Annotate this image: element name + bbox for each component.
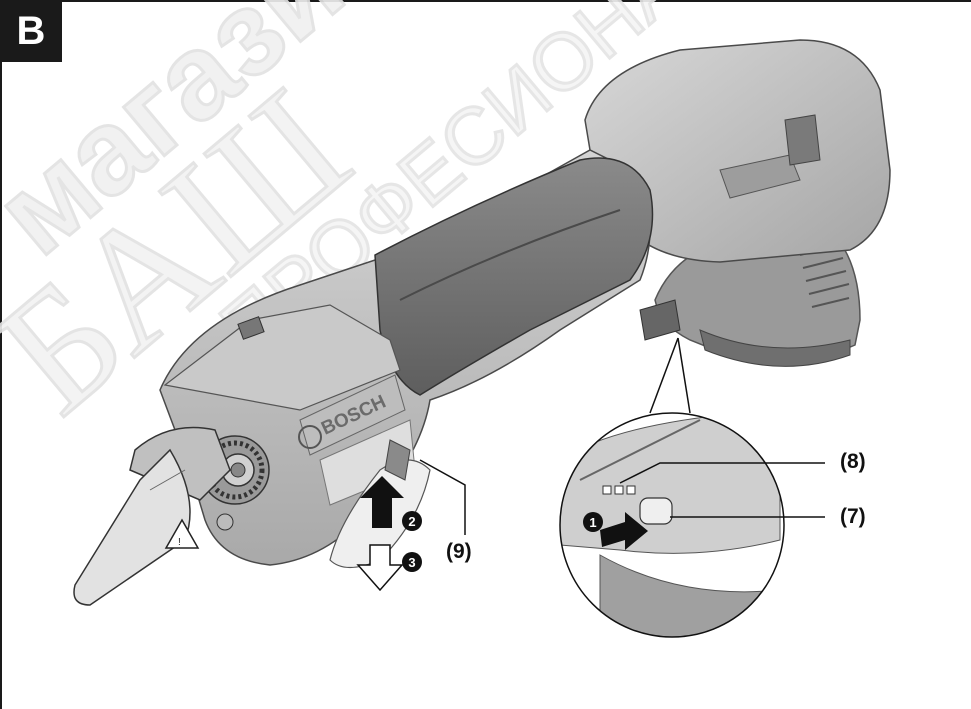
blades: !	[73, 426, 231, 606]
tool-grip	[374, 157, 654, 396]
frame-left-line	[0, 0, 2, 709]
tool-rear-head	[584, 39, 891, 263]
svg-text:!: !	[178, 537, 181, 548]
warning-triangle-icon: !	[164, 518, 200, 549]
frame-top-line	[0, 0, 971, 2]
leader-lines	[419, 459, 825, 535]
svg-text:3: 3	[408, 555, 415, 570]
figure-badge: B	[0, 0, 62, 62]
step-marker-2: 2	[402, 511, 422, 531]
callout-label-8: (8)	[840, 450, 866, 473]
callout-label-9: (9)	[446, 540, 472, 563]
zoom-detail	[559, 337, 785, 638]
press-arrow	[600, 512, 648, 550]
step-marker-3: 3	[402, 552, 422, 572]
svg-text:2: 2	[408, 514, 415, 529]
callout-label-7: (7)	[840, 505, 866, 528]
arrow-down-outline	[356, 544, 404, 592]
battery-pack	[654, 229, 861, 367]
svg-text:1: 1	[589, 515, 596, 530]
lock-lever-arrows	[356, 476, 404, 592]
step-marker-1: 1	[583, 512, 603, 532]
